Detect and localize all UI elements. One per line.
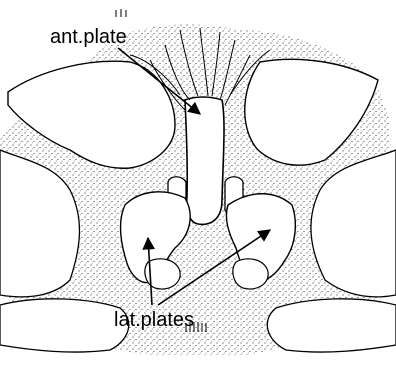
- lateral-plates-label: lat.plates: [114, 310, 194, 330]
- anterior-plate-label: ant.plate: [50, 27, 127, 47]
- right-bottom-lobe: [267, 299, 396, 352]
- anterior-plate: [185, 97, 224, 224]
- left-bottom-lobe: [0, 299, 129, 352]
- right-lower-node: [233, 259, 268, 289]
